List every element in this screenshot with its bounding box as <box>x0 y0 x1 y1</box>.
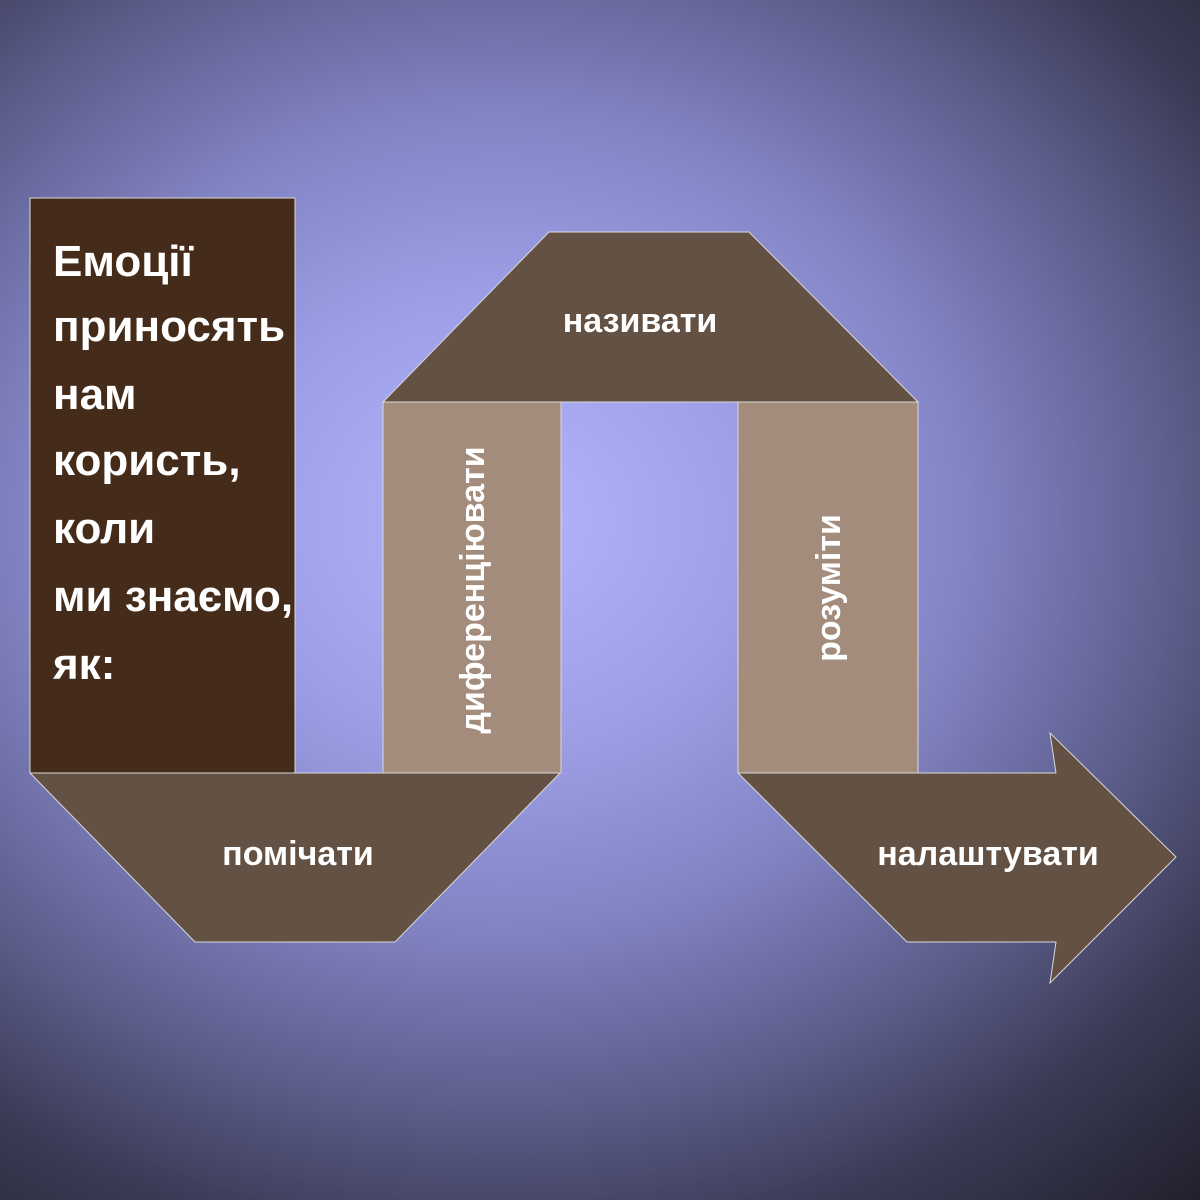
intro-text: Емоції приносять нам користь, коли ми зн… <box>52 237 293 689</box>
step-adjust-arrow <box>736 731 1177 985</box>
intro-line: користь, <box>53 436 241 485</box>
intro-line: як: <box>52 640 115 689</box>
intro-line: приносять <box>53 302 285 351</box>
step-understand-shape <box>737 401 919 774</box>
step-understand-label: розуміти <box>810 514 848 662</box>
intro-line: коли <box>53 504 155 553</box>
intro-line: ми знаємо, <box>53 572 293 621</box>
step-notice-label: помічати <box>222 835 374 873</box>
step-name-label: називати <box>563 302 718 340</box>
intro-box <box>29 197 296 774</box>
step-differentiate-label: диференціювати <box>454 446 492 733</box>
intro-line: Емоції <box>53 237 194 286</box>
step-differentiate-shape <box>382 401 562 774</box>
intro-line: нам <box>53 370 137 419</box>
step-adjust-label: налаштувати <box>877 835 1099 873</box>
